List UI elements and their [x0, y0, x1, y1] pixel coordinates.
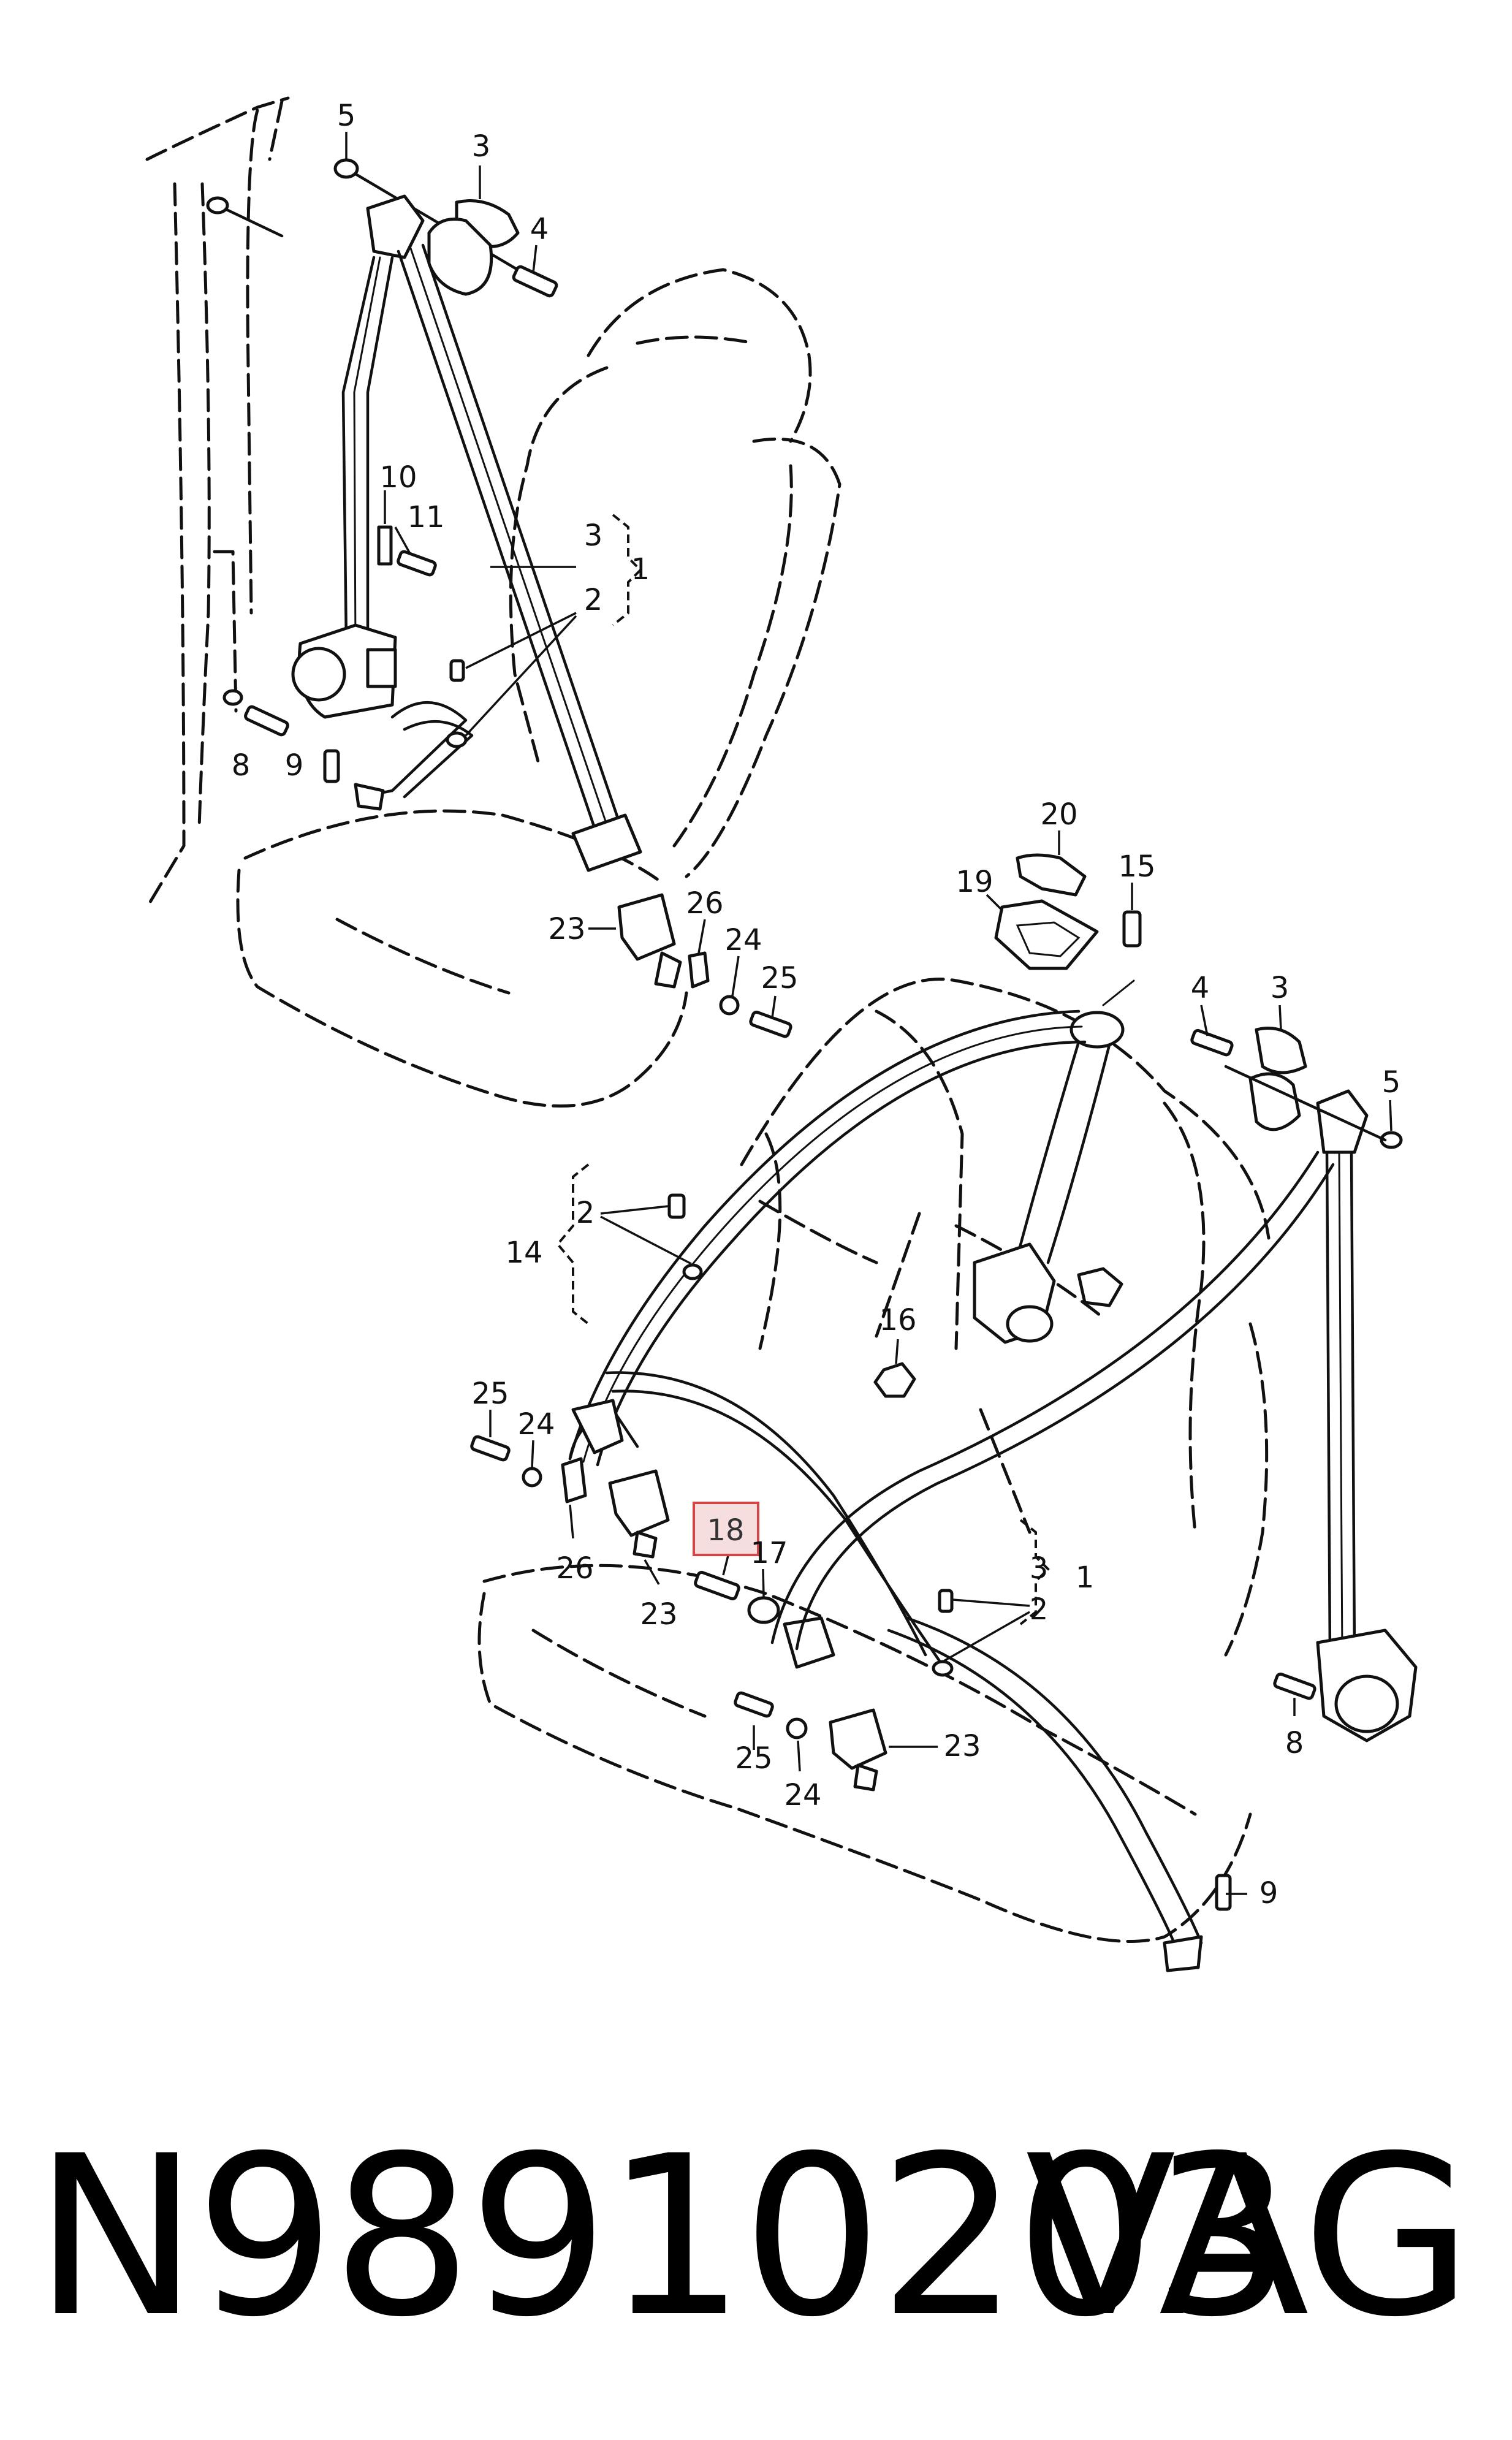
callout-5: 5	[1382, 1065, 1401, 1100]
callout-25: 25	[471, 1377, 509, 1411]
callout-23: 23	[943, 1729, 981, 1763]
bracket-icon	[688, 951, 710, 989]
spacer-icon	[522, 1467, 542, 1488]
callout-18-highlighted: 18	[707, 1513, 744, 1548]
buckle-icon	[617, 893, 676, 961]
belt-guide-loop-icon	[1069, 1011, 1125, 1049]
bracket-icon	[427, 218, 493, 296]
callout-23: 23	[548, 912, 585, 946]
spacer-icon	[719, 995, 740, 1016]
washer-icon	[206, 196, 229, 215]
bracket-icon	[1248, 1072, 1301, 1131]
buckle-icon	[829, 1708, 887, 1770]
end-fitting-icon	[1163, 1935, 1203, 1972]
bolt-icon	[938, 1589, 954, 1613]
seat-belt-exploded-diagram: 5 3 4 10 11 3 1 2 8 9 23 26 24 25	[145, 96, 1418, 1972]
callout-2: 2	[576, 1196, 595, 1230]
washer-icon	[222, 689, 243, 706]
buckle-stem-icon	[633, 1530, 658, 1559]
retractor-spool-icon	[1006, 1305, 1054, 1343]
washer-icon	[333, 158, 359, 179]
callout-23: 23	[640, 1597, 677, 1632]
bolt-icon	[749, 1010, 792, 1038]
spacer-icon	[786, 1717, 808, 1739]
bolt-icon	[449, 659, 465, 682]
upper-seat-assembly: 5 3 4 10 11 3 1 2 8 9 23 26 24 25	[145, 96, 841, 1108]
callout-3: 3	[1271, 971, 1290, 1005]
bolt-icon	[1215, 1874, 1232, 1911]
bolt-icon	[244, 705, 289, 737]
callout-3: 3	[584, 519, 603, 553]
callout-8: 8	[1285, 1726, 1304, 1760]
callout-25: 25	[735, 1741, 772, 1776]
callout-2: 2	[584, 583, 603, 617]
callout-14: 14	[505, 1236, 542, 1270]
callout-24: 24	[517, 1407, 555, 1442]
callout-19: 19	[955, 865, 993, 899]
bolt-icon	[734, 1691, 774, 1718]
callout-15: 15	[1118, 849, 1155, 884]
brand-name: VAG	[1025, 2108, 1473, 2365]
bolt-icon	[323, 749, 340, 783]
buckle-stem-icon	[853, 1763, 878, 1792]
bolt-icon	[470, 1435, 511, 1462]
latch-plate-icon	[571, 813, 642, 872]
latch-plate-icon	[571, 1399, 624, 1454]
retractor-spool-icon	[1334, 1674, 1399, 1733]
callout-26: 26	[686, 886, 723, 921]
screw-icon	[1122, 910, 1142, 948]
callout-25: 25	[761, 961, 798, 995]
bolt-icon	[512, 265, 558, 298]
spacer-icon	[747, 1596, 780, 1624]
washer-icon	[932, 1660, 954, 1677]
bolt-icon	[694, 1570, 740, 1601]
highlighted-part-box	[693, 1502, 759, 1556]
callout-16: 16	[879, 1303, 916, 1337]
callout-1: 1	[1076, 1560, 1095, 1595]
belt-guide-icon	[366, 194, 425, 259]
latch-plate-icon	[783, 1616, 835, 1669]
bolt-icon	[667, 1193, 686, 1219]
callout-26: 26	[556, 1551, 593, 1586]
callout-11: 11	[407, 500, 444, 534]
belt-guide-trim-icon	[994, 899, 1099, 970]
washer-icon	[446, 731, 468, 748]
callout-10: 10	[379, 460, 417, 495]
retractor-housing-icon	[366, 648, 397, 688]
callout-9: 9	[285, 748, 304, 783]
washer-icon	[682, 1263, 703, 1280]
bolt-icon	[1273, 1672, 1316, 1700]
callout-4: 4	[530, 212, 549, 246]
bolt-icon	[397, 550, 437, 577]
callout-8: 8	[232, 748, 251, 783]
callout-5: 5	[337, 99, 356, 133]
callout-24: 24	[724, 923, 762, 957]
part-number: N98910203	[34, 2108, 1293, 2365]
trim-cap-icon	[1016, 853, 1087, 897]
callout-24: 24	[784, 1778, 821, 1812]
callout-20: 20	[1040, 797, 1077, 832]
bracket-icon	[561, 1457, 587, 1503]
end-fitting-icon	[354, 783, 385, 811]
callout-9: 9	[1259, 1876, 1278, 1910]
callout-2: 2	[1030, 1592, 1049, 1627]
callout-4: 4	[1191, 971, 1210, 1005]
callout-17: 17	[750, 1536, 788, 1570]
buckle-stem-icon	[654, 951, 682, 989]
washer-icon	[1380, 1131, 1403, 1149]
nut-icon	[873, 1362, 916, 1398]
retractor-cap-icon	[1077, 1267, 1123, 1307]
cover-cap-icon	[1255, 1027, 1307, 1074]
callout-3: 3	[1030, 1551, 1049, 1586]
footer: N98910203 VAG	[0, 2108, 1512, 2366]
retractor-spool-icon	[291, 647, 346, 702]
bolt-icon	[1190, 1028, 1234, 1057]
buckle-icon	[608, 1469, 670, 1537]
callout-3: 3	[472, 129, 491, 164]
lower-seat-assembly: 18 20 15 19 4 3 5 2 14 16 25 24 26 23 17…	[470, 797, 1418, 1972]
guide-bracket-icon	[377, 525, 393, 566]
callout-1: 1	[631, 552, 650, 587]
